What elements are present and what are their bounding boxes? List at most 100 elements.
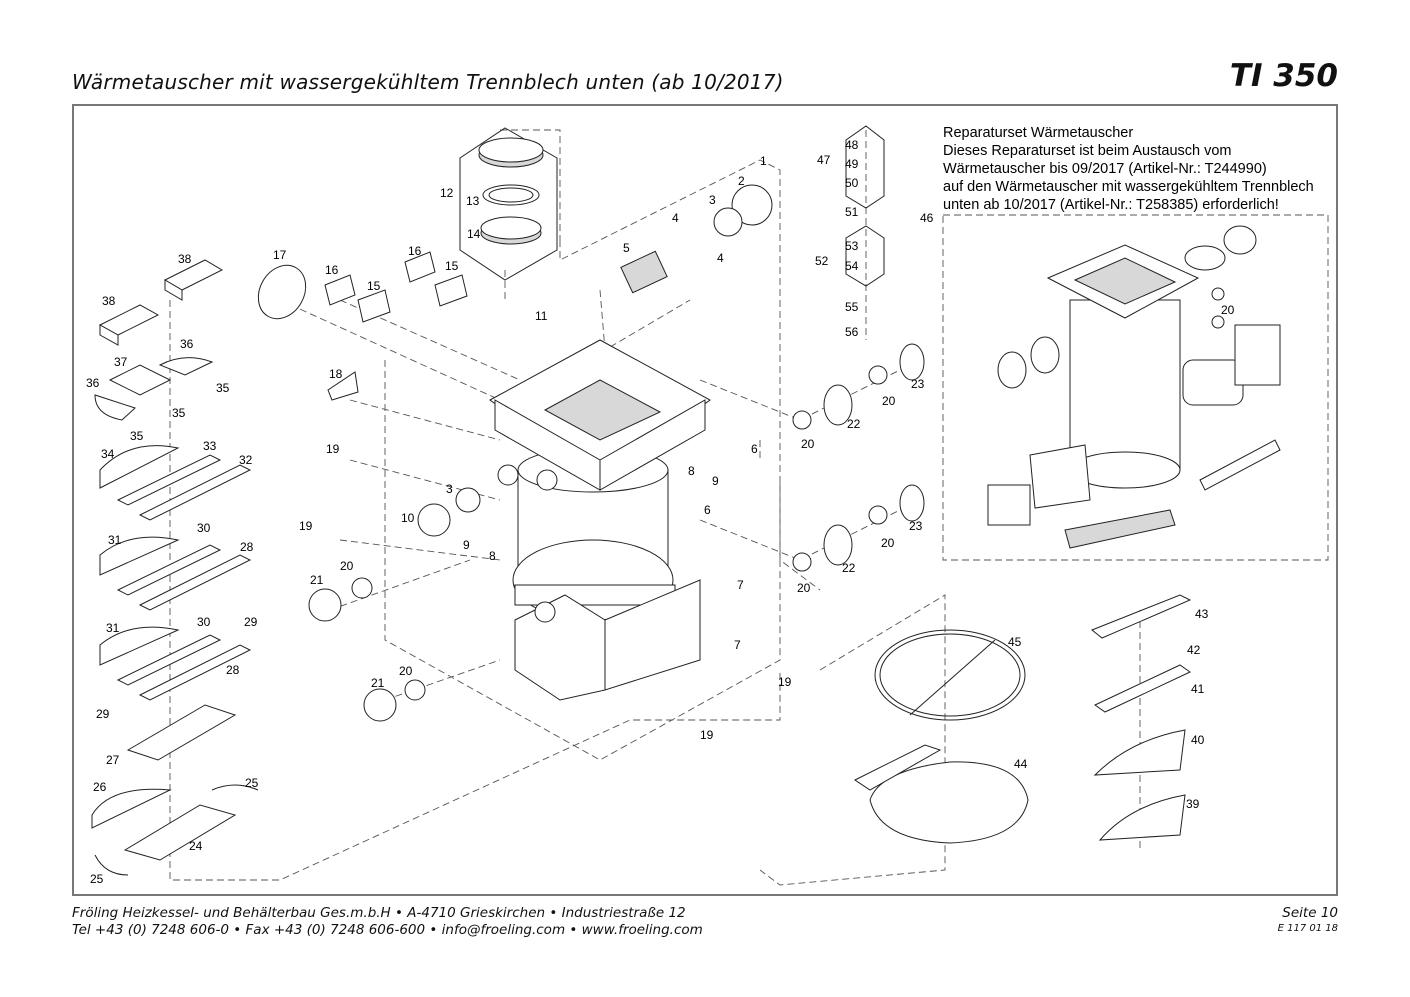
callout-15: 15 <box>367 279 381 293</box>
callout-51: 51 <box>845 205 859 219</box>
callout-4: 4 <box>717 251 724 265</box>
note-line: auf den Wärmetauscher mit wassergekühlte… <box>943 179 1314 195</box>
callout-3: 3 <box>446 482 453 496</box>
footer-contact: Tel +43 (0) 7248 606-0 • Fax +43 (0) 724… <box>72 922 703 938</box>
callout-27: 27 <box>106 753 120 767</box>
callout-6: 6 <box>751 442 758 456</box>
callout-20: 20 <box>1221 303 1235 317</box>
callout-5: 5 <box>623 241 630 255</box>
callout-22: 22 <box>847 417 861 431</box>
callout-48: 48 <box>845 138 859 152</box>
note-line: Reparaturset Wärmetauscher <box>943 125 1134 141</box>
cover-parts <box>478 137 544 245</box>
callout-52: 52 <box>815 254 829 268</box>
callout-9: 9 <box>712 474 719 488</box>
bottom-plates <box>854 594 1192 844</box>
callout-18: 18 <box>329 367 343 381</box>
callout-49: 49 <box>845 157 859 171</box>
repair-set-note: Reparaturset Wärmetauscher Dieses Repara… <box>943 124 1314 214</box>
callout-19: 19 <box>700 728 714 742</box>
callout-29: 29 <box>244 615 258 629</box>
callout-19: 19 <box>778 675 792 689</box>
callout-30: 30 <box>197 615 211 629</box>
callout-20: 20 <box>399 664 413 678</box>
right-flanges <box>792 343 925 572</box>
callout-35: 35 <box>216 381 230 395</box>
callout-31: 31 <box>106 621 120 635</box>
callout-19: 19 <box>299 519 313 533</box>
drawing-frame <box>72 104 1338 896</box>
callout-28: 28 <box>226 663 240 677</box>
callout-37: 37 <box>114 355 128 369</box>
callout-13: 13 <box>466 194 480 208</box>
callout-36: 36 <box>86 376 100 390</box>
repair-set-box <box>942 214 1329 561</box>
callout-25: 25 <box>90 872 104 886</box>
callout-20: 20 <box>881 536 895 550</box>
callout-17: 17 <box>273 248 287 262</box>
callout-47: 47 <box>817 153 831 167</box>
model-name: TI 350 <box>1229 58 1338 94</box>
refractory-stack <box>91 259 259 876</box>
callout-7: 7 <box>734 638 741 652</box>
callout-35: 35 <box>172 406 186 420</box>
callout-20: 20 <box>340 559 354 573</box>
callout-56: 56 <box>845 325 859 339</box>
note-line: Wärmetauscher bis 09/2017 (Artikel-Nr.: … <box>943 161 1267 177</box>
callout-25: 25 <box>245 776 259 790</box>
callout-23: 23 <box>911 377 925 391</box>
callout-46: 46 <box>920 211 934 225</box>
callout-14: 14 <box>467 227 481 241</box>
callout-24: 24 <box>189 839 203 853</box>
heat-exchanger-body <box>489 339 711 701</box>
callout-9: 9 <box>463 538 470 552</box>
callout-21: 21 <box>310 573 324 587</box>
callout-55: 55 <box>845 300 859 314</box>
callout-4: 4 <box>672 211 679 225</box>
note-line: unten ab 10/2017 (Artikel-Nr.: T258385) … <box>943 197 1279 213</box>
callout-50: 50 <box>845 176 859 190</box>
callout-42: 42 <box>1187 643 1201 657</box>
callout-28: 28 <box>240 540 254 554</box>
callout-16: 16 <box>408 244 422 258</box>
note-line: Dieses Reparaturset ist beim Austausch v… <box>943 143 1232 159</box>
callout-41: 41 <box>1191 682 1205 696</box>
callout-36: 36 <box>180 337 194 351</box>
callout-38: 38 <box>178 252 192 266</box>
callout-33: 33 <box>203 439 217 453</box>
hex-frame-52 <box>845 225 885 287</box>
top-right-parts <box>620 184 773 294</box>
callout-labels: 1 2 3 3 4 4 5 6 6 7 7 8 8 9 9 10 11 12 1… <box>86 138 1235 886</box>
footer-page-info: Seite 10 E 117 01 18 <box>1278 905 1338 936</box>
callout-44: 44 <box>1014 757 1028 771</box>
callout-54: 54 <box>845 259 859 273</box>
callout-6: 6 <box>704 503 711 517</box>
callout-3: 3 <box>709 193 716 207</box>
page-title: Wärmetauscher mit wassergekühltem Trennb… <box>72 70 784 94</box>
callout-8: 8 <box>688 464 695 478</box>
callout-12: 12 <box>440 186 454 200</box>
callout-53: 53 <box>845 239 859 253</box>
callout-34: 34 <box>101 447 115 461</box>
callout-20: 20 <box>801 437 815 451</box>
callout-2: 2 <box>738 174 745 188</box>
hex-frame-12 <box>459 127 558 281</box>
callout-21: 21 <box>371 676 385 690</box>
callout-35: 35 <box>130 429 144 443</box>
callout-10: 10 <box>401 511 415 525</box>
callout-11: 11 <box>535 309 548 323</box>
hex-frame-47 <box>845 125 885 209</box>
callout-15: 15 <box>445 259 459 273</box>
callout-29: 29 <box>96 707 110 721</box>
callout-45: 45 <box>1008 635 1022 649</box>
callout-39: 39 <box>1186 797 1200 811</box>
callout-40: 40 <box>1191 733 1205 747</box>
callout-20: 20 <box>882 394 896 408</box>
callout-8: 8 <box>489 549 496 563</box>
footer-company: Fröling Heizkessel- und Behälterbau Ges.… <box>72 905 703 939</box>
callout-43: 43 <box>1195 607 1209 621</box>
document-code: E 117 01 18 <box>1277 923 1338 934</box>
assembly-lines <box>169 129 1141 886</box>
left-gaskets <box>257 251 481 722</box>
